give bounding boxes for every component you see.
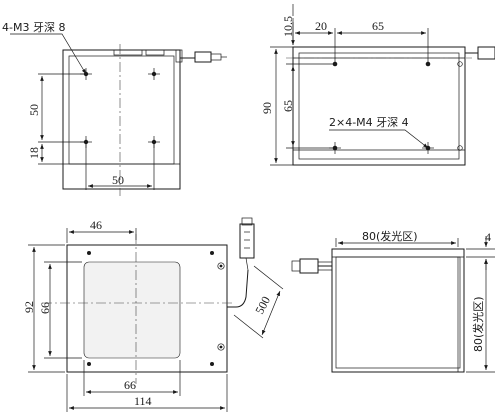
view3-connector (239, 223, 255, 259)
view3-dim-500: 500 (252, 294, 273, 316)
view1-dim-50h: 50 (112, 173, 124, 187)
view4-connector (299, 258, 319, 274)
view2-dim-65v: 65 (281, 100, 295, 112)
view2-dim-10-5: 10.5 (281, 16, 295, 37)
view4-outline (331, 248, 465, 373)
view1-outline (62, 49, 181, 190)
view3-dim-92: 92 (22, 301, 36, 313)
view4-dim-80h: 80(发光区) (362, 229, 418, 243)
view1-dim-50v: 50 (27, 104, 41, 116)
view2-dim-90: 90 (260, 102, 274, 114)
view2-holes (329, 61, 463, 154)
view3-dim-114: 114 (134, 394, 152, 408)
view2-connector (477, 46, 495, 60)
view3-dim-66v: 66 (38, 302, 52, 314)
view4-dim-80v: 80(发光区) (471, 296, 485, 352)
view2-outline (292, 46, 466, 166)
view1-dim-18: 18 (27, 147, 41, 159)
view3-dim-66h: 66 (124, 378, 136, 392)
view2-dim-65h: 65 (372, 19, 384, 33)
view3-outline (66, 244, 228, 373)
view3-emitting-window (83, 261, 181, 359)
view3-dim-46: 46 (90, 218, 102, 232)
view-bottom-left: 500 46 92 66 66 114 (22, 217, 284, 412)
view1-connector (194, 51, 212, 63)
view2-hole-note: 2×4-M4 牙深 4 (329, 116, 409, 129)
view3-holes (87, 251, 225, 366)
view-bottom-right: 80(发光区) 4 80(发光区) (291, 229, 495, 373)
view-top-right: 2×4-M4 牙深 4 20 65 10.5 90 65 (260, 4, 495, 166)
view1-hole-note: 4-M3 牙深 8 (2, 21, 65, 34)
view3-cable (227, 269, 249, 308)
view2-dim-20: 20 (315, 19, 327, 33)
view-top-left: 4-M3 牙深 8 50 18 50 (2, 21, 227, 196)
view4-dim-4: 4 (485, 230, 491, 244)
